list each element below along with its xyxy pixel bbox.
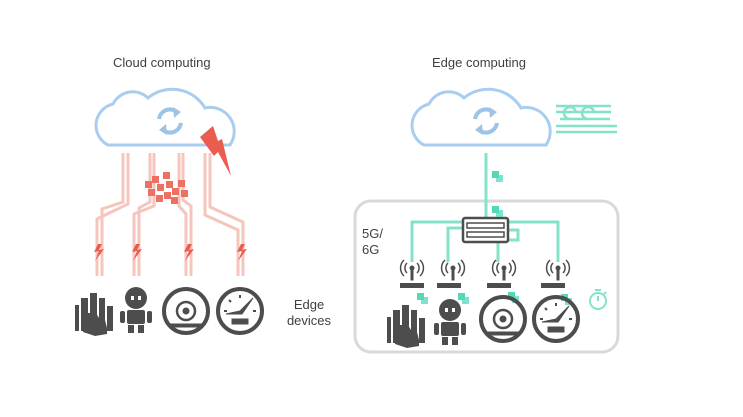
edge-links [410, 220, 560, 262]
edge-computing-title: Edge computing [432, 55, 526, 70]
gauge-icon [216, 287, 264, 335]
network-label-line1: 5G/ [362, 226, 383, 241]
edge-devices [387, 295, 580, 348]
gauge-icon [532, 295, 580, 343]
cloud-devices [75, 287, 264, 336]
lightning-bolt-icon [200, 126, 231, 176]
cloud-computing-title: Cloud computing [113, 55, 211, 70]
disk-drive-icon [162, 287, 210, 335]
edge-devices-label-line2: devices [286, 313, 332, 328]
factory-icon [387, 305, 425, 348]
robot-icon [434, 299, 466, 345]
data-cluster [145, 172, 188, 204]
factory-icon [75, 293, 113, 336]
edge-devices-label: Edge devices [284, 297, 334, 329]
edge-devices-label-line1: Edge [293, 297, 325, 312]
edge-computing-section [353, 87, 620, 354]
network-label: 5G/ 6G [362, 226, 392, 258]
cloud-links [95, 153, 245, 276]
robot-icon [120, 287, 152, 333]
lightning-small-icon [94, 244, 247, 261]
disk-drive-icon [479, 295, 527, 343]
router-icon [400, 283, 565, 288]
network-switch-icon [461, 216, 510, 244]
cloud-computing-section [75, 87, 264, 336]
cloud-icon [410, 87, 552, 147]
network-label-line2: 6G [362, 242, 380, 257]
speed-wind-icon [556, 104, 617, 134]
stopwatch-icon [589, 289, 607, 310]
antenna-icon [399, 259, 571, 281]
